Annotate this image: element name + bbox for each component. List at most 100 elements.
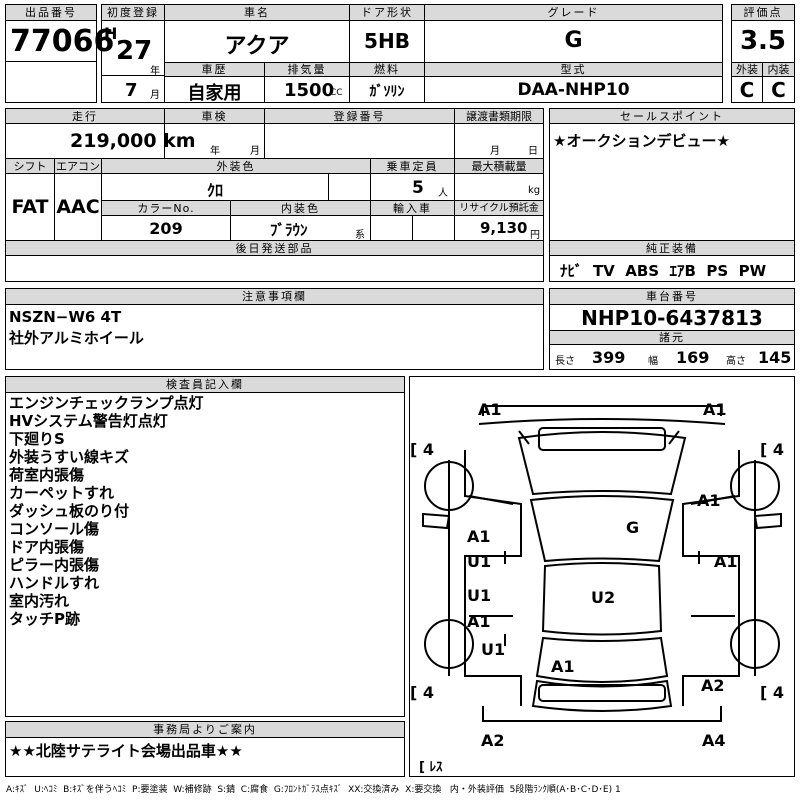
score-label: 評価点 [731,4,795,21]
shift-label: シフト [5,158,55,174]
office-notice: ★★北陸サテライト会場出品車★★ [9,742,243,760]
mark-front-left: A1 [478,400,502,419]
history-label: 車歴 [164,62,265,77]
inspector-note: ダッシュ板のり付 [9,502,130,520]
recycle-fee: 9,130 [480,219,528,237]
mark-door-fl-u: U1 [467,552,492,571]
ext-color: ｸﾛ [206,181,223,200]
mark-roof: U2 [591,588,616,607]
chassis-number: NHP10-6437813 [581,306,763,330]
inspector-note: カーペットすれ [9,484,115,502]
mark-windshield: G [626,518,640,537]
capacity: 5 [412,178,424,198]
lot-number: 77066 [10,24,115,59]
int-color-label: 内装色 [230,200,371,216]
damage-diagram [409,376,795,777]
mark-door-rl-a: A1 [467,612,491,631]
reg-month: 7 [125,80,138,101]
spec-label: 諸元 [549,330,795,345]
recycle-unit: 円 [530,230,540,241]
color-no: 209 [149,219,183,238]
spare-tire-mark: [ ﾚｽ [419,760,443,775]
later-parts-label: 後日発送部品 [5,240,544,256]
aircon: AAC [56,196,100,218]
cc-unit: CC [330,88,343,98]
mark-tire-fl: [ 4 [410,440,435,459]
mark-door-rl-u: U1 [467,586,492,605]
inspector-note: 室内汚れ [9,592,70,610]
car-name-label: 車名 [164,4,350,21]
inspector-note: ピラー内張傷 [9,556,100,574]
grade: G [564,28,583,53]
sales-point: ★オークションデビュー★ [553,132,730,150]
mark-tire-rr: [ 4 [760,683,785,702]
mark-tire-rl: [ 4 [410,683,435,702]
length-label: 長さ [555,356,575,367]
mark-door-fr: A1 [714,552,738,571]
inspector-notes: エンジンチェックランプ点灯 HVシステム警告灯点灯 下廻りS 外装うすい線キズ … [9,394,204,628]
mark-rear-left: A2 [481,731,505,750]
inspection-year-unit: 年 [210,146,220,157]
inspector-note: タッチP跡 [9,610,80,628]
inspector-note: コンソール傷 [9,520,100,538]
inspector-note: 荷室内張傷 [9,466,85,484]
deadline-month-unit: 月 [490,146,500,157]
mark-hatch: A1 [551,657,575,676]
import-label: 輸入車 [370,200,455,216]
deadline-day-unit: 日 [528,146,538,157]
mark-fender-fr: A1 [697,491,721,510]
car-name: アクア [224,34,290,59]
inspector-note: HVシステム警告灯点灯 [9,412,168,430]
ext-color-label: 外装色 [101,158,371,174]
model-code: DAA-NHP10 [517,80,630,100]
caution-label: 注意事項欄 [5,288,544,305]
aircon-label: エアコン [54,158,102,174]
ext-grade: C [739,78,755,102]
max-load-label: 最大積載量 [454,158,544,174]
reg-year: 27 [116,36,153,66]
int-color-unit: 系 [355,230,365,241]
displacement: 1500 [284,80,335,101]
inspector-label: 検査員記入欄 [5,376,405,393]
inspector-note: エンジンチェックランプ点灯 [9,394,204,412]
width-label: 幅 [648,356,658,367]
document-deadline-label: 譲渡書類期限 [454,108,544,124]
color-no-label: カラーNo. [101,200,231,216]
lot-number-label: 出品番号 [5,4,97,21]
inspection-month-unit: 月 [250,146,260,157]
legend: A:ｷｽﾞ U:ﾍｺﾐ B:ｷｽﾞを伴うﾍｺﾐ P:要塗装 W:補修跡 S:錆 … [6,785,621,795]
displacement-label: 排気量 [264,62,350,77]
registration-label: 登録番号 [264,108,455,124]
int-color: ﾌﾞﾗｳﾝ [270,221,308,239]
mark-front-right: A1 [703,400,727,419]
mark-tire-fr: [ 4 [760,440,785,459]
height-label: 高さ [726,356,746,367]
grade-label: グレード [424,4,723,21]
caution-line-2: 社外アルミホイール [9,329,144,347]
car-outline [422,405,782,722]
length: 399 [592,348,626,367]
capacity-label: 乗車定員 [370,158,455,174]
month-unit: 月 [150,90,160,101]
int-grade-label: 内装 [762,62,795,77]
capacity-unit: 人 [438,188,448,199]
fuel-label: 燃料 [349,62,425,77]
mark-rear-right: A4 [702,731,726,750]
mark-fender-rl: U1 [481,640,506,659]
sales-point-label: セールスポイント [549,108,795,124]
height: 145 [758,348,792,367]
chassis-label: 車台番号 [549,288,795,305]
inspection-label: 車検 [164,108,265,124]
year-unit: 年 [150,66,160,77]
score: 3.5 [739,26,787,56]
inspector-note: 外装うすい線キズ [9,448,130,466]
inspector-note: ドア内張傷 [9,538,85,556]
mark-bumper-rear-right: A2 [701,676,725,695]
inspector-note: ハンドルすれ [9,574,100,592]
inspector-note: 下廻りS [9,430,65,448]
history: 自家用 [187,83,242,104]
shift: FAT [11,196,49,218]
ext-grade-label: 外装 [731,62,763,77]
mileage-label: 走行 [5,108,165,124]
width: 169 [676,348,710,367]
